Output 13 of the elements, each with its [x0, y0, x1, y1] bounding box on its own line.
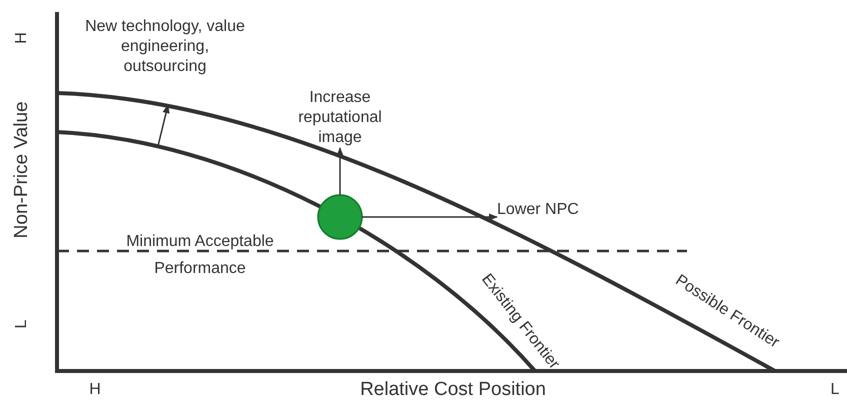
arrow	[336, 147, 344, 195]
annotation-text: New technology, value engineering, outsourcing	[85, 17, 245, 77]
annotation-text: Increase reputational image	[280, 88, 400, 148]
position-dot	[317, 194, 363, 240]
axis-tick-label: L	[830, 380, 840, 400]
axis-title: Relative Cost Position	[359, 378, 547, 402]
axis-tick-label: H	[88, 380, 102, 400]
axis-tick-label: L	[12, 318, 31, 330]
annotation-text: Lower NPC	[497, 200, 579, 220]
axis-title: Non-Price Value	[10, 100, 34, 240]
threshold-label: Minimum Acceptable Performance	[125, 232, 275, 279]
arrow	[362, 213, 498, 221]
axis-tick-label: H	[12, 31, 31, 46]
